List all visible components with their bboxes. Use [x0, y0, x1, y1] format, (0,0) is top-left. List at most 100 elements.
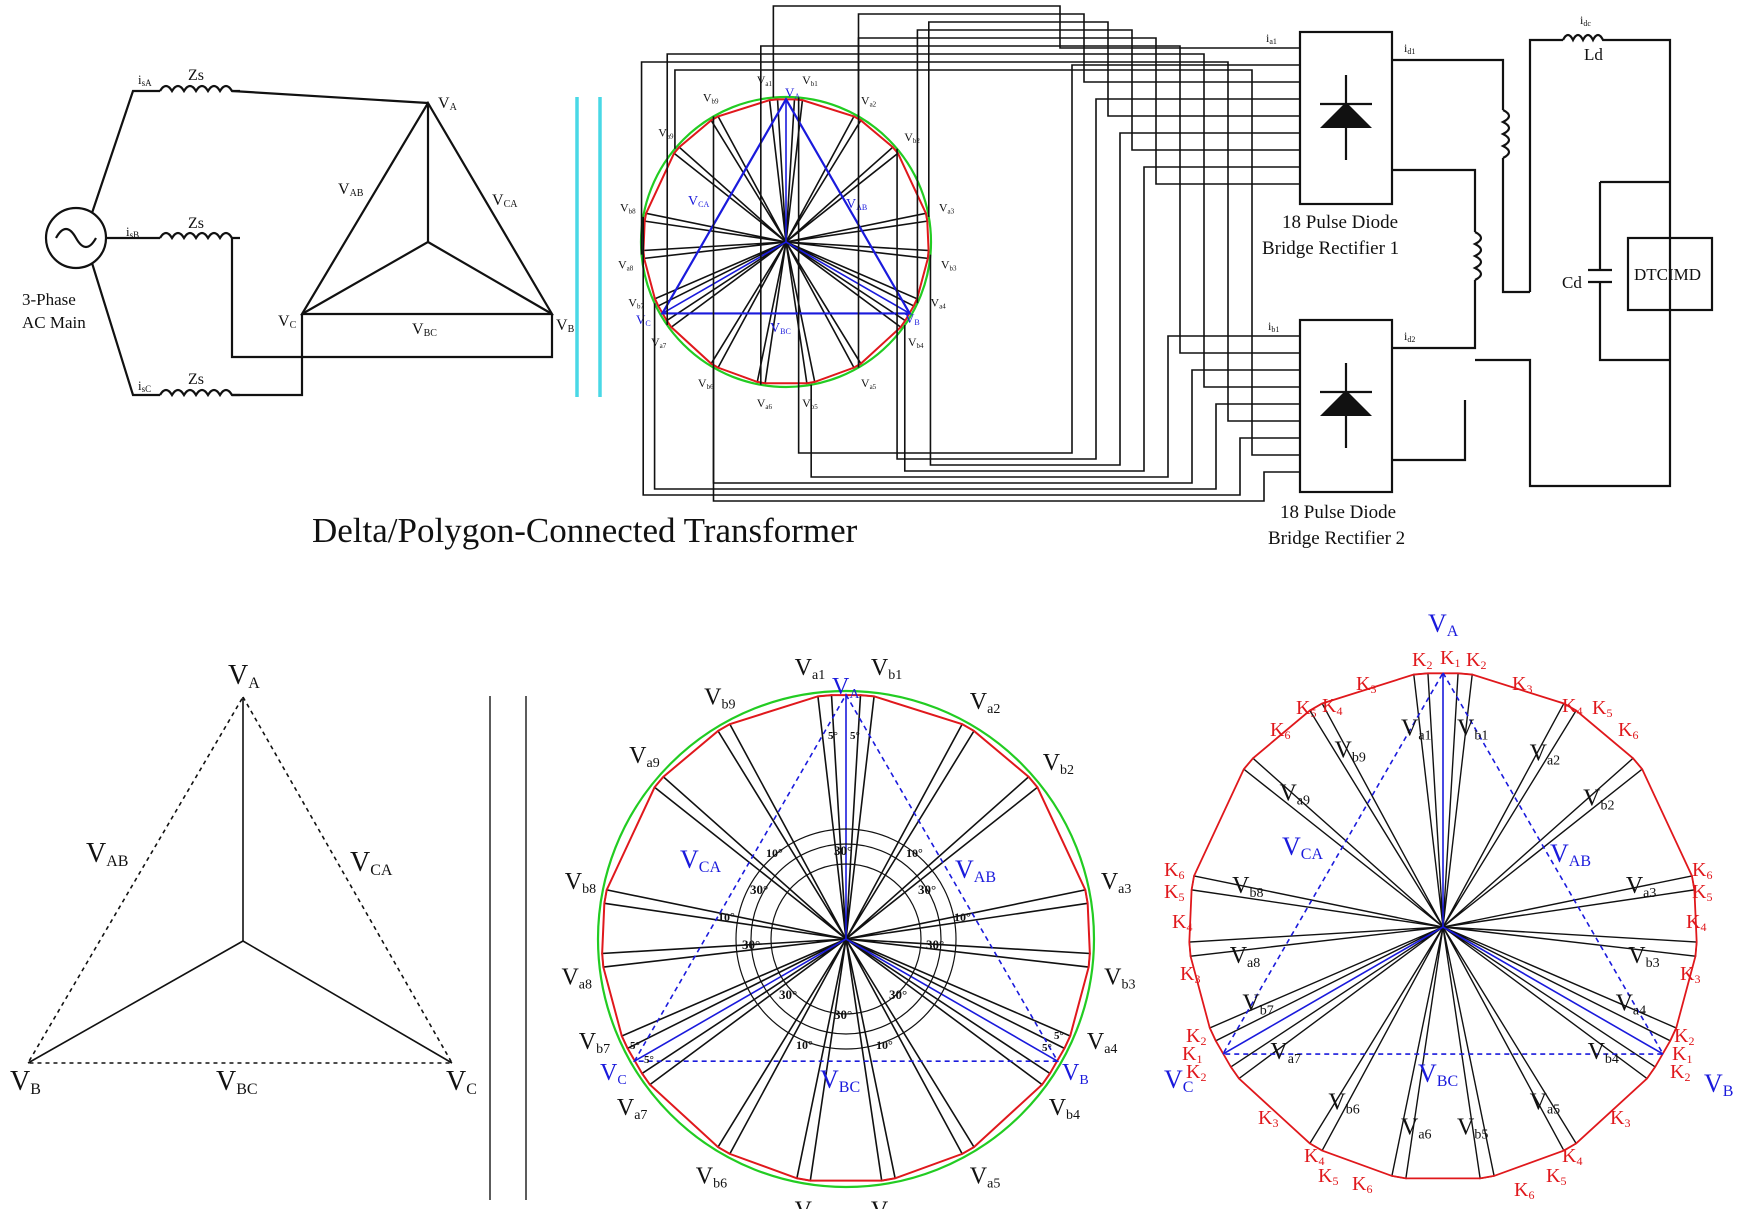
k-label-vb1: Vb1: [1457, 716, 1488, 744]
label-vb1-main: V: [871, 655, 889, 681]
k-segment-label-28-main: K: [1352, 1173, 1367, 1195]
k-label-va7-main: V: [1270, 1039, 1288, 1065]
rectifier-2-label-1: 18 Pulse Diode: [1280, 502, 1396, 523]
angle-arc-2: [735, 828, 957, 1050]
rectifier-1-label-1: 18 Pulse Diode: [1282, 212, 1398, 233]
load-label: DTCIMD: [1634, 265, 1701, 284]
label-vb4: Vb4: [1049, 1095, 1080, 1123]
label-va9: Va9: [629, 743, 660, 771]
k-segment-label-21-main: K: [1680, 963, 1695, 985]
svg-text:ia1: ia1: [1266, 31, 1277, 46]
label-va8-main: V: [618, 257, 627, 271]
k-segment-label-12: K5: [1164, 881, 1184, 904]
label-right-vbc-main: V: [1418, 1059, 1437, 1088]
label-vb2-main: V: [1043, 750, 1061, 776]
label-va1: Va1: [757, 73, 773, 88]
k-segment-label-22-main: K: [1674, 1025, 1689, 1047]
spoke-b9: [710, 115, 787, 243]
delta-phasor: VA VB VC VAB VCA VBC: [10, 660, 477, 1098]
k-segment-label-1: K2: [1466, 649, 1486, 672]
label-small-vb-main: V: [905, 311, 915, 326]
label-right-vab-sub: AB: [1569, 853, 1591, 870]
label-vb9-main: V: [703, 91, 712, 105]
rectifier-2-label-2: Bridge Rectifier 2: [1268, 528, 1405, 549]
spoke-a7: [640, 938, 847, 1086]
spoke-a2: [785, 115, 862, 243]
bundle-wire-b4: [903, 166, 1300, 472]
label-vb4: Vb4: [908, 335, 924, 350]
label-vb5-main: V: [871, 1198, 889, 1209]
k-label-va9: Va9: [1279, 780, 1310, 808]
angle-label-30-6: 30°: [779, 987, 797, 1002]
k-segment-label-10: K6: [1618, 719, 1638, 742]
label-mid-va-main: V: [832, 674, 850, 700]
label-vb1: Vb1: [802, 73, 818, 88]
k-segment-label-20-sub: 4: [1700, 920, 1706, 934]
label-mid-vca: VCA: [680, 845, 721, 876]
abc-triangle: [660, 96, 912, 315]
bundle-wire-a3: [927, 21, 1300, 217]
label-vb7-sub: b7: [596, 1042, 610, 1057]
label-mid-vab-sub: AB: [974, 869, 996, 886]
bundle-wire-b1: [797, 64, 1300, 454]
label-right-vbc: VBC: [1418, 1059, 1458, 1090]
k-label-va4-main: V: [1616, 990, 1634, 1016]
k-label-va5-sub: a5: [1547, 1102, 1560, 1117]
label-va1-main: V: [795, 655, 813, 681]
k-abc-triangle: [1221, 671, 1665, 1055]
label-small-vab-sub: AB: [856, 203, 867, 212]
label-va7-sub: a7: [660, 342, 667, 350]
angle-label-30-7: 30°: [889, 987, 907, 1002]
label-va3-sub: a3: [1118, 882, 1131, 897]
label-va3: Va3: [1101, 869, 1132, 897]
label-vb7: Vb7: [579, 1029, 610, 1057]
label-small-va-sub: A: [794, 92, 800, 101]
label-va4-main: V: [931, 296, 940, 310]
k-label-vb2-sub: b2: [1601, 799, 1615, 814]
k-segment-label-4-main: K: [1512, 673, 1527, 695]
k-segment-label-24-main: K: [1670, 1061, 1685, 1083]
svg-text:isB: isB: [126, 224, 139, 240]
k-polygon-outline: [1188, 672, 1698, 1180]
k-segment-label-27: K5: [1318, 1165, 1338, 1188]
label-small-vc-main: V: [636, 312, 646, 327]
k-segment-label-14-main: K: [1180, 963, 1195, 985]
k-label-va7-sub: a7: [1288, 1052, 1301, 1067]
zs-label-a: Zs: [188, 67, 204, 84]
label-small-vca-main: V: [688, 194, 698, 209]
angle-label-10-5: 10°: [876, 1038, 893, 1052]
k-label-va2-sub: a2: [1547, 754, 1560, 769]
k-segment-label-21: K3: [1680, 963, 1700, 986]
k-segment-label-25: K3: [1258, 1107, 1278, 1130]
label-vb2-main: V: [904, 130, 913, 144]
svg-text:VAB: VAB: [86, 838, 128, 870]
label-right-vb-main: V: [1704, 1069, 1723, 1098]
k-segment-label-9-sub: 6: [1284, 728, 1290, 742]
label-va8: Va8: [618, 257, 634, 272]
k-label-va3: Va3: [1626, 873, 1657, 901]
k-segment-label-1-main: K: [1466, 649, 1481, 671]
k-blue-radius-1: [1442, 926, 1664, 1055]
bundle-wire-b8: [642, 216, 1300, 496]
sine-icon: [55, 227, 97, 249]
k-segment-label-24-sub: 2: [1684, 1070, 1690, 1084]
label-vb6-sub: b6: [707, 383, 715, 391]
k-segment-label-30-sub: 4: [1576, 1154, 1582, 1168]
label-mid-va: VA: [832, 674, 860, 702]
label-right-va: VA: [1428, 609, 1459, 640]
blue-radius-2: [661, 241, 787, 315]
cd-label: Cd: [1562, 273, 1582, 292]
label-va7: Va7: [651, 335, 667, 350]
k-segment-label-14: K3: [1180, 963, 1200, 986]
label-small-va-main: V: [785, 85, 795, 100]
k-segment-label-30: K4: [1562, 1145, 1582, 1168]
svg-text:VC: VC: [446, 1066, 477, 1098]
label-va4-sub: a4: [1104, 1042, 1117, 1057]
k-label-va8-sub: a8: [1247, 956, 1260, 971]
label-vb5: Vb5: [871, 1198, 902, 1209]
secondary-wire-bundle: [640, 5, 1300, 502]
k-segment-label-31-main: K: [1546, 1165, 1561, 1187]
transformer-caption: Delta/Polygon-Connected Transformer: [312, 511, 858, 550]
load-box: [1626, 236, 1714, 312]
label-small-vb-sub: B: [914, 318, 919, 327]
